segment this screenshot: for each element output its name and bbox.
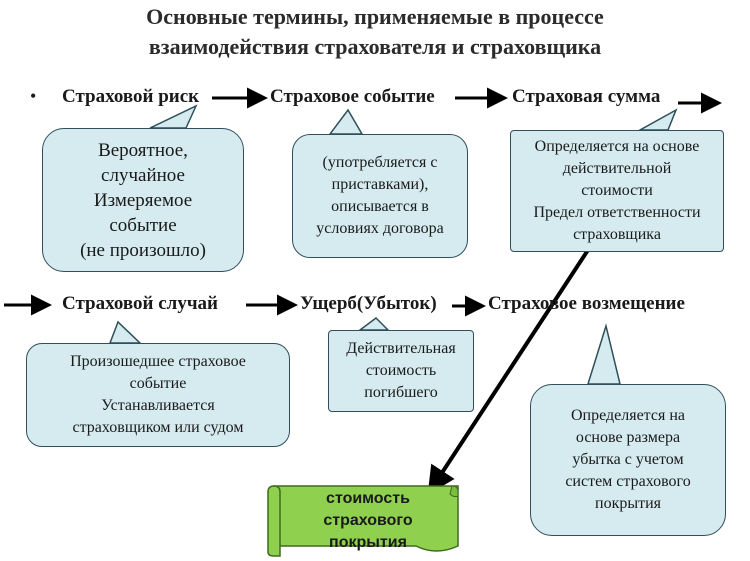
coverage-cost-line: стоимость [326, 490, 410, 507]
callout-case-line: Произошедшее страховое [70, 353, 246, 370]
callout-sum-line: Предел ответственности [533, 204, 701, 221]
callout-compensation-line: покрытия [595, 495, 661, 512]
callout-damage-line: Действительная [346, 340, 456, 357]
callout-tail-event [328, 108, 364, 135]
callout-damage-line: погибшего [364, 384, 438, 401]
page-title-line-2: взаимодействия страхователя и страховщик… [148, 34, 602, 59]
callout-compensation-line: убытка с учетом [572, 451, 684, 468]
term-damage-loss: Ущерб(Убыток) [300, 293, 437, 314]
callout-event-line: приставками), [331, 176, 429, 193]
coverage-cost-line: покрытия [329, 534, 407, 551]
callout-sum: Определяется на основе действительной ст… [510, 130, 724, 252]
callout-event-line: описывается в [331, 198, 429, 215]
callout-compensation-line: Определяется на [570, 407, 685, 424]
callout-risk-line: Измеряемое [93, 189, 193, 211]
callout-risk-line: (не произошло) [80, 239, 206, 261]
term-insurance-risk: Страховой риск [62, 86, 200, 107]
term-insurance-compensation: Страховое возмещение [488, 293, 685, 314]
callout-damage: Действительная стоимость погибшего [328, 330, 474, 412]
coverage-cost-line: страхового [323, 512, 413, 529]
callout-tail-damage [357, 317, 390, 331]
callout-sum-line: Определяется на основе [534, 138, 700, 155]
callout-damage-line: стоимость [365, 362, 437, 379]
term-insured-sum: Страховая сумма [512, 86, 661, 107]
callout-sum-line: стоимости [581, 182, 653, 199]
page-title-line-1: Основные термины, применяемые в процессе [146, 4, 604, 29]
callout-risk: Вероятное, случайное Измеряемое событие … [42, 128, 244, 272]
callout-case-line: Устанавливается [101, 397, 215, 414]
callout-case-line: событие [129, 375, 187, 392]
term-insured-case: Страховой случай [62, 293, 218, 314]
callout-risk-line: событие [109, 214, 177, 236]
callout-tail-case [108, 320, 142, 344]
callout-compensation-line: основе размера [575, 429, 681, 446]
callout-case: Произошедшее страховое событие Устанавли… [26, 343, 290, 447]
callout-event: (употребляется с приставками), описывает… [292, 134, 468, 258]
callout-sum-line: действительной [562, 160, 672, 177]
bullet-marker: • [30, 86, 37, 106]
callout-tail-risk [149, 104, 198, 129]
callout-compensation: Определяется на основе размера убытка с … [530, 384, 726, 536]
coverage-cost-label: стоимость страхового покрытия [280, 488, 456, 554]
callout-sum-line: страховщика [573, 226, 661, 243]
arrow-sum-to-coverage [427, 248, 590, 495]
callout-event-line: условиях договора [316, 220, 444, 237]
term-insurance-event: Страховое событие [270, 86, 435, 107]
callout-event-line: (употребляется с [322, 154, 438, 171]
callout-risk-line: Вероятное, [98, 139, 188, 161]
callout-case-line: страховщиком или судом [72, 419, 244, 436]
coverage-scroll-shape [267, 485, 459, 557]
callout-tail-compensation [586, 323, 621, 385]
callout-risk-line: случайное [101, 164, 185, 186]
callout-tail-sum [637, 108, 678, 131]
callout-compensation-line: систем страхового [565, 473, 691, 490]
